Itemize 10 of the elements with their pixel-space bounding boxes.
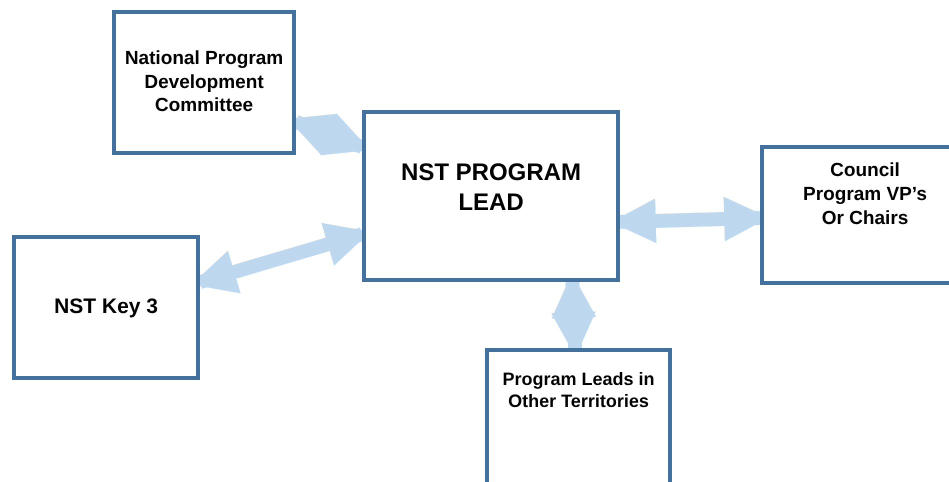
process-box: [12, 235, 200, 380]
process-box: [485, 348, 672, 482]
box-label: NST PROGRAM LEAD: [400, 158, 582, 218]
box-label: National Program Development Committee: [124, 46, 284, 118]
box-label: Program Leads in Other Territories: [501, 368, 656, 412]
box-label: Council Program VP’s Or Chairs: [802, 159, 928, 231]
process-box: [112, 10, 296, 155]
process-box: [362, 110, 620, 282]
box-label: NST Key 3: [53, 294, 159, 320]
process-box: [760, 145, 949, 285]
